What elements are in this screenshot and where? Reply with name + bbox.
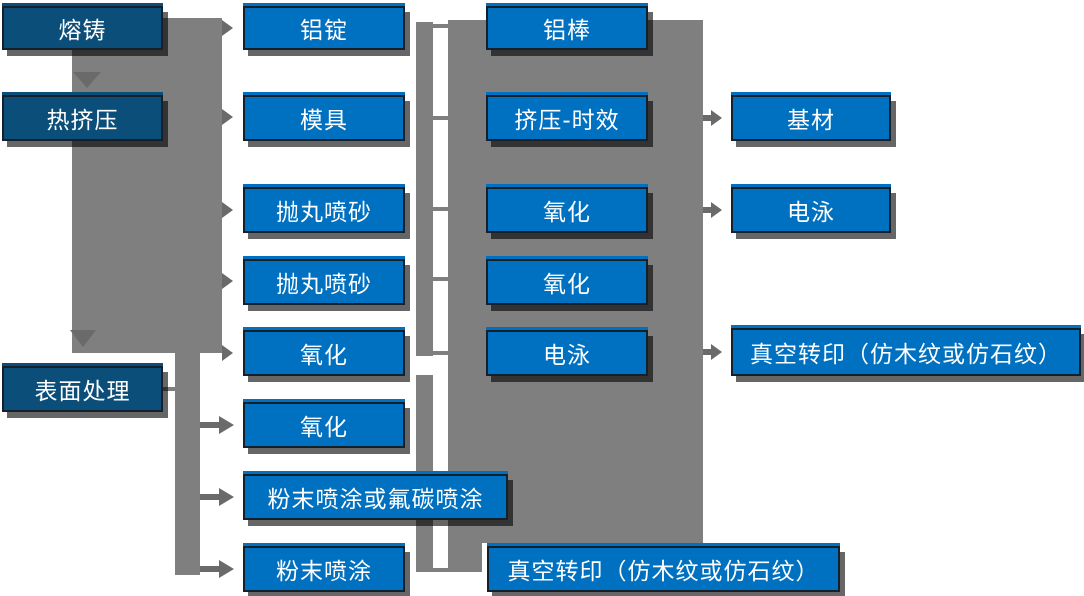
arrow-shaft — [200, 494, 220, 500]
arrow-shaft — [703, 115, 712, 121]
arrow-right-icon — [222, 273, 233, 289]
arrow-right-icon — [222, 109, 233, 125]
node-shot-blasting-2: 抛丸喷砂 — [243, 259, 405, 305]
arrow-right-icon — [219, 488, 234, 506]
node-powder-coating: 粉末喷涂 — [243, 546, 405, 592]
connector-tie-line — [433, 207, 448, 211]
connector-center-slab-strip — [448, 543, 482, 572]
node-oxidation-1: 氧化 — [243, 330, 405, 376]
connector-left-narrow-bar — [175, 353, 200, 575]
arrow-right-icon — [711, 110, 722, 126]
node-electrophoresis-2: 电泳 — [731, 187, 891, 233]
connector-surface-treatment-stub — [163, 387, 176, 391]
arrow-right-icon — [222, 345, 233, 361]
node-surface-treatment: 表面处理 — [2, 366, 163, 412]
arrow-shaft — [200, 566, 220, 572]
connector-mid-bar-bottom — [416, 375, 433, 572]
node-powder-or-fluorocarbon-coating: 粉末喷涂或氟碳喷涂 — [243, 474, 508, 520]
arrow-shaft — [703, 349, 712, 355]
arrow-right-icon — [222, 202, 233, 218]
connector-tie-line — [433, 24, 448, 28]
node-hot-extrusion: 热挤压 — [2, 95, 163, 141]
arrow-right-icon — [711, 202, 722, 218]
node-mold: 模具 — [243, 95, 405, 141]
node-aluminum-ingot: 铝锭 — [243, 6, 405, 50]
arrow-shaft — [200, 422, 220, 428]
node-melt-casting: 熔铸 — [2, 6, 163, 50]
node-oxidation-3: 氧化 — [486, 187, 648, 233]
connector-tie-line — [433, 277, 448, 281]
node-vacuum-transfer-1: 真空转印（仿木纹或仿石纹） — [487, 546, 840, 592]
arrow-down-icon — [73, 72, 101, 88]
node-vacuum-transfer-2: 真空转印（仿木纹或仿石纹） — [731, 328, 1081, 376]
arrow-down-icon — [70, 330, 96, 347]
connector-tie-line — [433, 568, 448, 572]
node-oxidation-2: 氧化 — [243, 402, 405, 448]
node-base-material: 基材 — [731, 95, 891, 141]
node-electrophoresis-1: 电泳 — [486, 330, 648, 376]
arrow-right-icon — [219, 416, 234, 434]
node-aluminum-rod: 铝棒 — [486, 6, 648, 50]
arrow-shaft — [703, 207, 712, 213]
connector-mid-bar-top — [416, 22, 433, 356]
connector-left-trunk — [72, 18, 222, 353]
node-oxidation-4: 氧化 — [486, 259, 648, 305]
node-extrusion-aging: 挤压-时效 — [486, 95, 648, 141]
node-shot-blasting-1: 抛丸喷砂 — [243, 187, 405, 233]
connector-tie-line — [433, 351, 448, 355]
arrow-right-icon — [711, 344, 722, 360]
arrow-right-icon — [219, 560, 234, 578]
connector-tie-line — [433, 116, 448, 120]
arrow-right-icon — [222, 20, 233, 36]
